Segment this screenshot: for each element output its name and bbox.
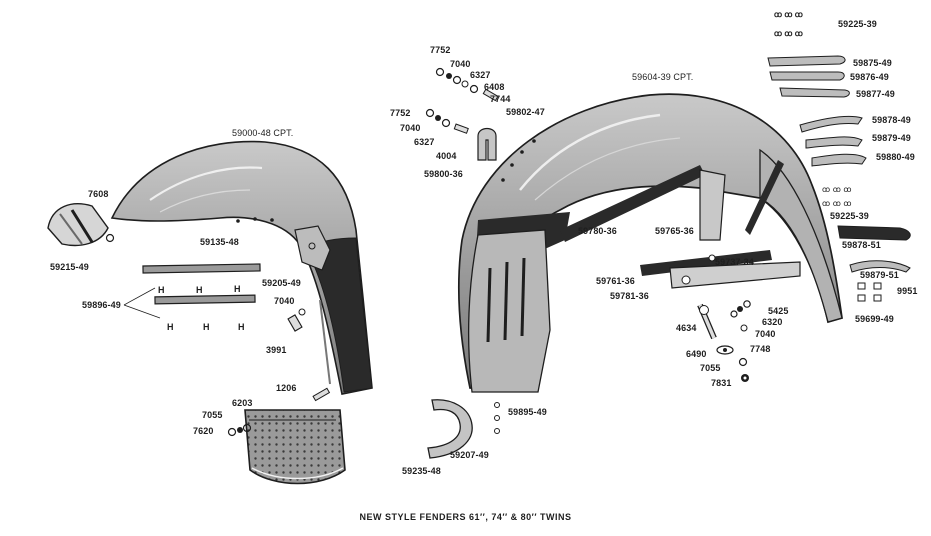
part-label: 59879-51: [860, 270, 899, 280]
part-label: 7608: [88, 189, 109, 199]
part-label: 59215-49: [50, 262, 89, 272]
part-label: 4004: [436, 151, 457, 161]
part-label: 59780-36: [578, 226, 617, 236]
part-label: 59877-49: [856, 89, 895, 99]
trim-set: ꚙ ꚙ ꚙ ꚙ ꚙ ꚙ ꚙ ꚙ ꚙ ꚙ ꚙ ꚙ: [767, 10, 911, 302]
part-label: 4634: [676, 323, 697, 333]
fender-support-arms: [560, 160, 801, 289]
part-label: 6327: [414, 137, 435, 147]
part-label: 59880-49: [876, 152, 915, 162]
svg-text:H: H: [203, 322, 210, 332]
svg-text:H: H: [238, 322, 245, 332]
part-label: 59896-49: [82, 300, 121, 310]
part-label: 59135-48: [200, 237, 239, 247]
mud-flap: [244, 409, 346, 485]
top-hardware: [425, 67, 499, 161]
part-label: 7040: [274, 296, 295, 306]
part-label: 59761-36: [596, 276, 635, 286]
part-label: 59225-39: [838, 19, 877, 29]
part-label: 59878-49: [872, 115, 911, 125]
part-label: 59802-47: [506, 107, 545, 117]
part-label: 9951: [897, 286, 918, 296]
part-label: 59800-36: [424, 169, 463, 179]
diagram-caption: NEW STYLE FENDERS 61′′, 74′′ & 80′′ TWIN…: [359, 512, 572, 522]
clip-icon: ꚙ ꚙ ꚙ ꚙ ꚙ ꚙ: [822, 185, 852, 208]
front-fender-vent-panel: [467, 229, 551, 393]
part-label: 7040: [450, 59, 471, 69]
part-label: 59879-49: [872, 133, 911, 143]
tail-lamp: [47, 203, 109, 247]
part-label: 7055: [202, 410, 223, 420]
part-label: 59876-49: [850, 72, 889, 82]
svg-text:H: H: [158, 285, 165, 295]
bolt-icon: [287, 308, 306, 332]
part-label: 3991: [266, 345, 287, 355]
part-label: 59875-49: [853, 58, 892, 68]
part-label: 7620: [193, 426, 214, 436]
part-label: 7831: [711, 378, 732, 388]
part-label: 59737-34: [715, 257, 754, 267]
part-label: 7040: [755, 329, 776, 339]
rear-trim-strips: H H H H H H: [123, 263, 261, 332]
clamp-bracket: [477, 127, 497, 161]
part-label: 1206: [276, 383, 297, 393]
svg-text:ꚙ ꚙ ꚙ: ꚙ ꚙ ꚙ: [774, 29, 803, 38]
flap-hardware: [227, 387, 331, 437]
part-label: 59895-49: [508, 407, 547, 417]
front-fender: [457, 93, 843, 393]
part-label: 59765-36: [655, 226, 694, 236]
part-label: 59878-51: [842, 240, 881, 250]
part-label: 6490: [686, 349, 707, 359]
svg-text:H: H: [234, 284, 241, 294]
part-label: 6203: [232, 398, 253, 408]
part-label: 7744: [490, 94, 511, 104]
part-label: 6320: [762, 317, 783, 327]
front-fender-assembly-label: 59604-39 CPT.: [632, 72, 694, 82]
part-label: 59235-48: [402, 466, 441, 476]
part-label: 7752: [390, 108, 411, 118]
part-label: 59699-49: [855, 314, 894, 324]
svg-text:H: H: [167, 322, 174, 332]
part-label: 7055: [700, 363, 721, 373]
part-label: 59225-39: [830, 211, 869, 221]
part-label: 59207-49: [450, 450, 489, 460]
rear-fender: [110, 140, 373, 395]
part-label: 7748: [750, 344, 771, 354]
svg-text:H: H: [196, 285, 203, 295]
rear-fender-inner-shadow: [304, 237, 373, 393]
rear-fender-assembly-label: 59000-48 CPT.: [232, 128, 294, 138]
part-label: 7040: [400, 123, 421, 133]
svg-text:ꚙ ꚙ ꚙ: ꚙ ꚙ ꚙ: [822, 185, 852, 194]
bolt-icon: [105, 233, 115, 243]
part-label: 6408: [484, 82, 505, 92]
fender-brace: [427, 399, 500, 459]
part-label: 6327: [470, 70, 491, 80]
part-label: 5425: [768, 306, 789, 316]
part-label: 59205-49: [262, 278, 301, 288]
front-hardware: [697, 300, 751, 382]
svg-text:ꚙ ꚙ ꚙ: ꚙ ꚙ ꚙ: [774, 10, 803, 19]
part-label: 7752: [430, 45, 451, 55]
rear-fender-bracket: [294, 225, 331, 271]
svg-text:ꚙ ꚙ ꚙ: ꚙ ꚙ ꚙ: [822, 199, 852, 208]
bolt-icon: ꚙ ꚙ ꚙ ꚙ ꚙ ꚙ: [774, 10, 803, 38]
part-label: 59781-36: [610, 291, 649, 301]
